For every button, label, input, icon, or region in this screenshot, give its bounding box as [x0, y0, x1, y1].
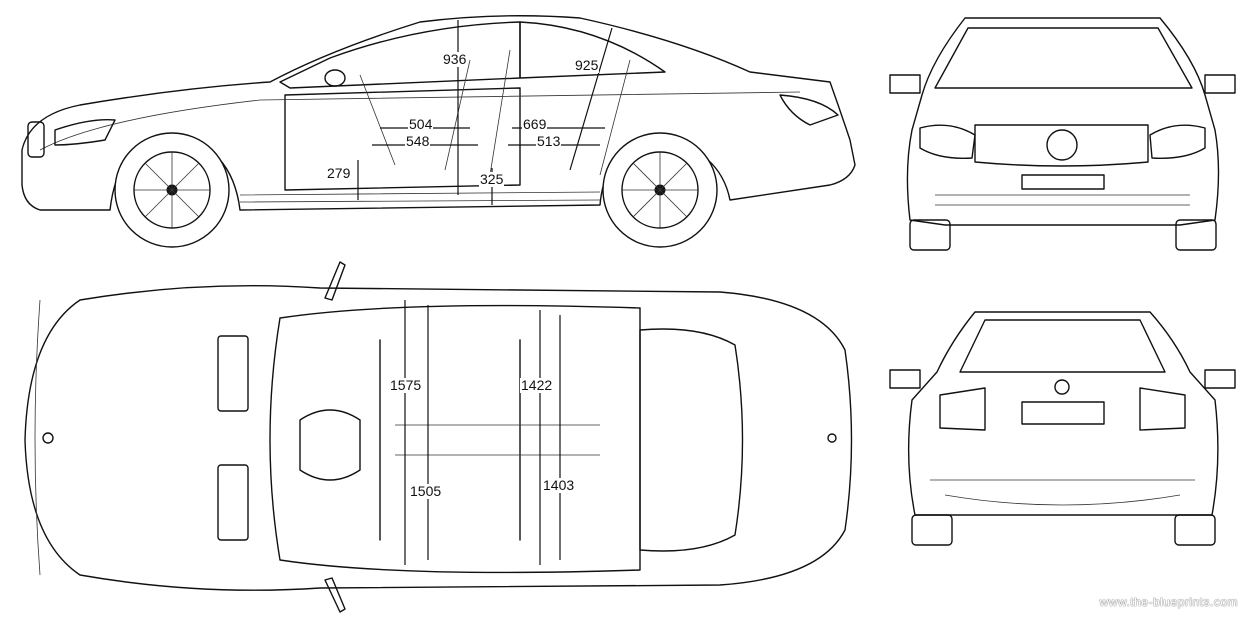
dim-front-seat-depth-b: 548 [405, 133, 431, 149]
dim-front-hip-width: 1505 [409, 483, 443, 499]
dim-rear-seat-height: 325 [479, 171, 505, 187]
rear-view [889, 311, 1236, 546]
watermark: www.the-blueprints.com [1099, 595, 1238, 609]
dim-front-headroom: 936 [442, 51, 468, 67]
dim-rear-shoulder-width: 1422 [520, 377, 554, 393]
dim-rear-headroom: 925 [574, 57, 600, 73]
front-view [889, 17, 1236, 251]
dim-rear-hip-width: 1403 [542, 477, 576, 493]
dim-front-shoulder-width: 1575 [389, 377, 423, 393]
dim-front-seat-depth-a: 504 [408, 116, 434, 132]
side-view [21, 15, 856, 248]
dim-front-seat-height: 279 [326, 165, 352, 181]
dim-rear-seat-depth-b: 513 [536, 133, 562, 149]
dim-rear-seat-depth-a: 669 [522, 116, 548, 132]
top-view [24, 261, 853, 613]
